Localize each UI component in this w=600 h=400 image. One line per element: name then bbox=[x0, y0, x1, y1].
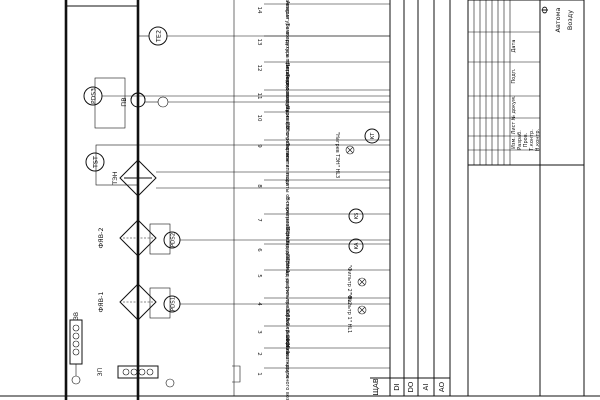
signal-description: Пуск приточного вентилятора bbox=[284, 106, 290, 186]
svg-text:Ф: Ф bbox=[541, 6, 551, 14]
svg-text:PDS2: PDS2 bbox=[171, 233, 177, 248]
signal-number: 6 bbox=[256, 248, 262, 252]
signal-description: Перепад давления на фильтре ФЯВ-2 bbox=[284, 226, 290, 326]
svg-text:DI: DI bbox=[393, 383, 401, 390]
svg-text:Возду: Возду bbox=[566, 10, 574, 30]
contact-kt: КТ "Нагрев ТЭН" HL3 bbox=[334, 128, 380, 178]
svg-text:Н.контр.: Н.контр. bbox=[535, 128, 541, 151]
signal-number: 8 bbox=[256, 184, 262, 188]
signal-description: Включение ТЭН-2 bbox=[284, 197, 290, 243]
signal-number: 14 bbox=[256, 7, 262, 14]
svg-text:PDS1: PDS1 bbox=[171, 297, 177, 312]
signal-number: 11 bbox=[256, 93, 262, 100]
svg-text:КS: КS bbox=[354, 213, 360, 220]
lamp-filter1: "Фильтр 1" HL1 bbox=[346, 293, 367, 333]
filter-2: ФЯВ-2 PDS2 bbox=[97, 219, 390, 257]
signal-number: 12 bbox=[256, 65, 262, 72]
contact-ks: КS bbox=[348, 208, 364, 224]
svg-text:"Фильтр 1" HL1: "Фильтр 1" HL1 bbox=[346, 293, 352, 333]
svg-text:ЗВ: ЗВ bbox=[73, 312, 80, 320]
svg-text:AI: AI bbox=[422, 384, 430, 391]
signal-description: Термостат защиты от перегрева bbox=[284, 142, 290, 230]
svg-text:DO: DO bbox=[407, 381, 415, 392]
contact-ka: КА bbox=[348, 238, 364, 254]
svg-text:Разраб.: Разраб. bbox=[517, 130, 523, 150]
svg-text:ЗП: ЗП bbox=[97, 368, 104, 376]
bus-lines bbox=[233, 0, 451, 396]
signal-number: 9 bbox=[256, 144, 262, 148]
signal-number: 7 bbox=[256, 218, 262, 222]
sensor-tst: TST bbox=[85, 144, 390, 186]
signal-list: 1 Заслонка наружного воздуха 2 Заслонка отк… bbox=[256, 0, 390, 400]
heater-ten: ТЭН bbox=[111, 159, 390, 197]
signal-number: 4 bbox=[256, 302, 262, 306]
signal-number: 2 bbox=[256, 352, 262, 356]
signal-number: 5 bbox=[256, 274, 262, 278]
svg-text:КА: КА bbox=[354, 242, 360, 250]
signal-number: 13 bbox=[256, 39, 262, 46]
signal-description: Термостат защиты обогревателя bbox=[284, 73, 290, 162]
svg-text:Т.контр.: Т.контр. bbox=[529, 129, 535, 152]
svg-text:"Фильтр 2" HL2: "Фильтр 2" HL2 bbox=[346, 265, 352, 305]
lamp-filter2: "Фильтр 2" HL2 bbox=[346, 265, 367, 305]
signal-description: Перепад давления на фильтре ФЯВ-1 bbox=[284, 254, 290, 354]
top-cap bbox=[65, 0, 139, 7]
signal-description: Включение ТЭН-1 bbox=[284, 227, 290, 273]
svg-text:№ докум.: № докум. bbox=[511, 95, 517, 120]
signal-description: Заслонка наружного воздуха bbox=[284, 335, 290, 400]
svg-text:ТЭН: ТЭН bbox=[111, 171, 119, 186]
signal-description: Авария bbox=[284, 1, 290, 20]
signal-description: Перепад давления на ПВ bbox=[284, 63, 290, 130]
svg-text:AO: AO bbox=[438, 381, 446, 392]
svg-text:"Нагрев ТЭН" HL3: "Нагрев ТЭН" HL3 bbox=[334, 132, 340, 178]
svg-text:TE2: TE2 bbox=[155, 30, 163, 43]
signal-number: 1 bbox=[256, 372, 262, 376]
svg-text:Подп.: Подп. bbox=[511, 68, 517, 84]
svg-text:TST: TST bbox=[92, 156, 100, 169]
column-headers: ЩАВ DI DO AI AO bbox=[370, 377, 450, 396]
damper-zp: ЗП bbox=[97, 365, 241, 388]
svg-text:Пров.: Пров. bbox=[523, 132, 529, 147]
fan-symbol: ПВ bbox=[120, 92, 390, 108]
signal-description: Заслонка закрыта bbox=[284, 308, 290, 356]
signal-description: Заслонка открыта bbox=[284, 330, 290, 378]
title-block: Дата Подп. № докум. Лист Изм. Разраб. Пр… bbox=[467, 0, 585, 396]
svg-text:Дата: Дата bbox=[511, 40, 517, 53]
signal-description: Температура воздуха в помещении bbox=[284, 0, 290, 89]
svg-text:КТ: КТ bbox=[370, 132, 376, 140]
svg-text:ФЯВ-2: ФЯВ-2 bbox=[97, 227, 105, 248]
damper-zv: ЗВ bbox=[69, 312, 83, 385]
svg-text:ФЯВ-1: ФЯВ-1 bbox=[97, 291, 105, 312]
sensor-pds3: PDS3 bbox=[83, 77, 390, 129]
svg-text:PDS3: PDS3 bbox=[91, 88, 98, 104]
filter-1: ФЯВ-1 PDS1 bbox=[97, 283, 390, 321]
svg-text:Изм.: Изм. bbox=[511, 137, 517, 149]
signal-description: Температура приточного воздуха bbox=[284, 22, 290, 113]
svg-text:ЩАВ: ЩАВ bbox=[372, 378, 380, 395]
signal-number: 3 bbox=[256, 330, 262, 334]
svg-text:Автома: Автома bbox=[554, 8, 562, 33]
svg-text:ПВ: ПВ bbox=[120, 97, 128, 106]
svg-text:Лист: Лист bbox=[511, 122, 517, 135]
signal-number: 10 bbox=[256, 115, 262, 122]
